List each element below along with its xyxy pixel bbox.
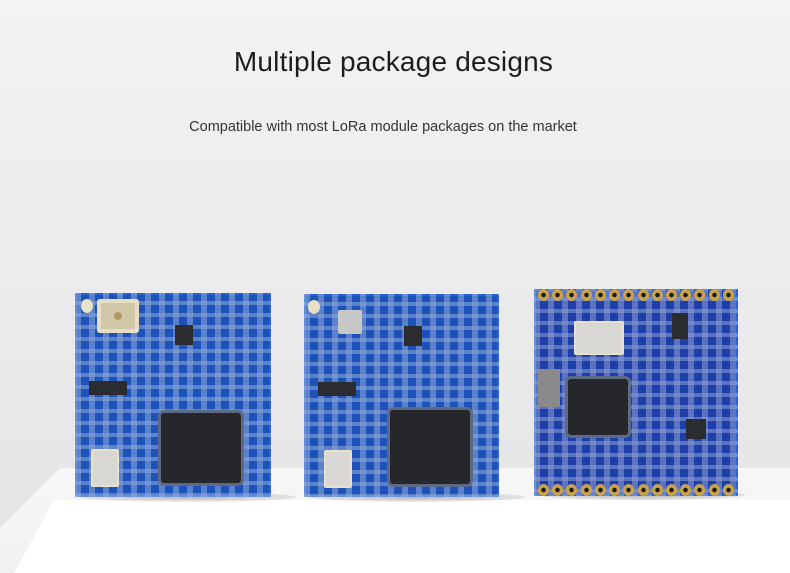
lora-chip [161,413,241,483]
module-shadow [80,492,295,502]
pin-pad [609,289,621,301]
pin-pad [694,289,706,301]
pin-pad [580,289,592,301]
small-ic [404,326,422,346]
crystal-oscillator [324,450,352,488]
pin-pad [722,289,734,301]
lora-chip [390,410,470,484]
module-spring-antenna [304,294,499,497]
pin-pad [637,484,649,496]
pin-pad [680,484,692,496]
pin-pad [694,484,706,496]
pin-pad [566,484,578,496]
small-ic [89,381,127,395]
page-subtitle: Compatible with most LoRa module package… [189,119,577,135]
pin-pad [651,289,663,301]
pin-pad [623,289,635,301]
crystal-oscillator [91,449,119,487]
pin-pad [552,484,564,496]
pin-pad [680,289,692,301]
pin-pad [566,289,578,301]
crystal-oscillator [574,321,624,355]
module-stamp-hole [534,289,738,496]
display-shelf-edge [14,500,790,573]
pin-pad [609,484,621,496]
pin-pad [538,484,549,496]
pin-pad [594,484,606,496]
pin-pad [665,289,677,301]
small-ic [318,382,356,396]
pin-pad [580,484,592,496]
page-title: Multiple package designs [233,46,554,77]
mount-hole [308,300,320,314]
pcb-traces [534,289,738,496]
pin-pad [708,484,720,496]
pin-pad [651,484,663,496]
bottom-pin-row [538,484,734,496]
pin-pad [552,289,564,301]
pin-pad [665,484,677,496]
lora-chip [568,379,628,435]
module-shadow [310,492,525,502]
mount-hole [81,299,93,313]
pin-pad [538,289,549,301]
top-pin-row [538,289,734,301]
small-ic [686,419,706,439]
module-ipex-antenna [75,293,271,497]
small-ic [175,325,193,345]
pin-pad [722,484,734,496]
antenna-pad [338,310,362,334]
pin-pad [708,289,720,301]
small-ic [672,313,688,339]
pin-pad [623,484,635,496]
pin-pad [594,289,606,301]
pin-pad [637,289,649,301]
inductor [538,369,560,407]
ipex-connector-icon [97,299,139,333]
